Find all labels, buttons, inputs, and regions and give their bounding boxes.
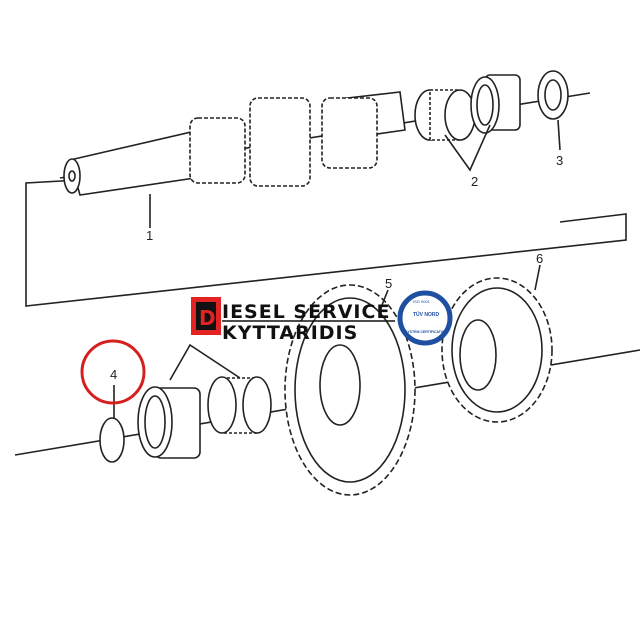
badge-system: SYSTEM CERTIFICATION — [405, 330, 448, 334]
callout-4: 4 — [110, 367, 117, 382]
tuv-certification-badge: ISO 9001 TÜV NORD SYSTEM CERTIFICATION — [397, 290, 453, 346]
badge-iso: ISO 9001 — [413, 299, 431, 304]
bearing-pair-top — [414, 74, 521, 141]
seal-ring — [537, 70, 569, 120]
callout-5: 5 — [385, 276, 392, 291]
gear-large — [284, 284, 416, 496]
callout-3: 3 — [556, 153, 563, 168]
callout-1: 1 — [146, 228, 153, 243]
highlight-circle — [80, 339, 146, 405]
badge-tuv: TÜV NORD — [413, 311, 440, 318]
logo-initial: D — [199, 306, 216, 330]
diesel-service-logo: D IESEL SERVICE KYTTARIDIS — [191, 297, 395, 344]
gear-right — [441, 277, 553, 423]
circlip-part — [99, 417, 125, 463]
callout-2: 2 — [471, 174, 478, 189]
callout-6: 6 — [536, 251, 543, 266]
logo-line1: IESEL SERVICE — [222, 301, 390, 323]
bearing-pair-bottom — [137, 376, 272, 459]
group-frame — [25, 175, 627, 307]
shaft-gears — [189, 97, 378, 187]
logo-line2: KYTTARIDIS — [222, 322, 358, 344]
